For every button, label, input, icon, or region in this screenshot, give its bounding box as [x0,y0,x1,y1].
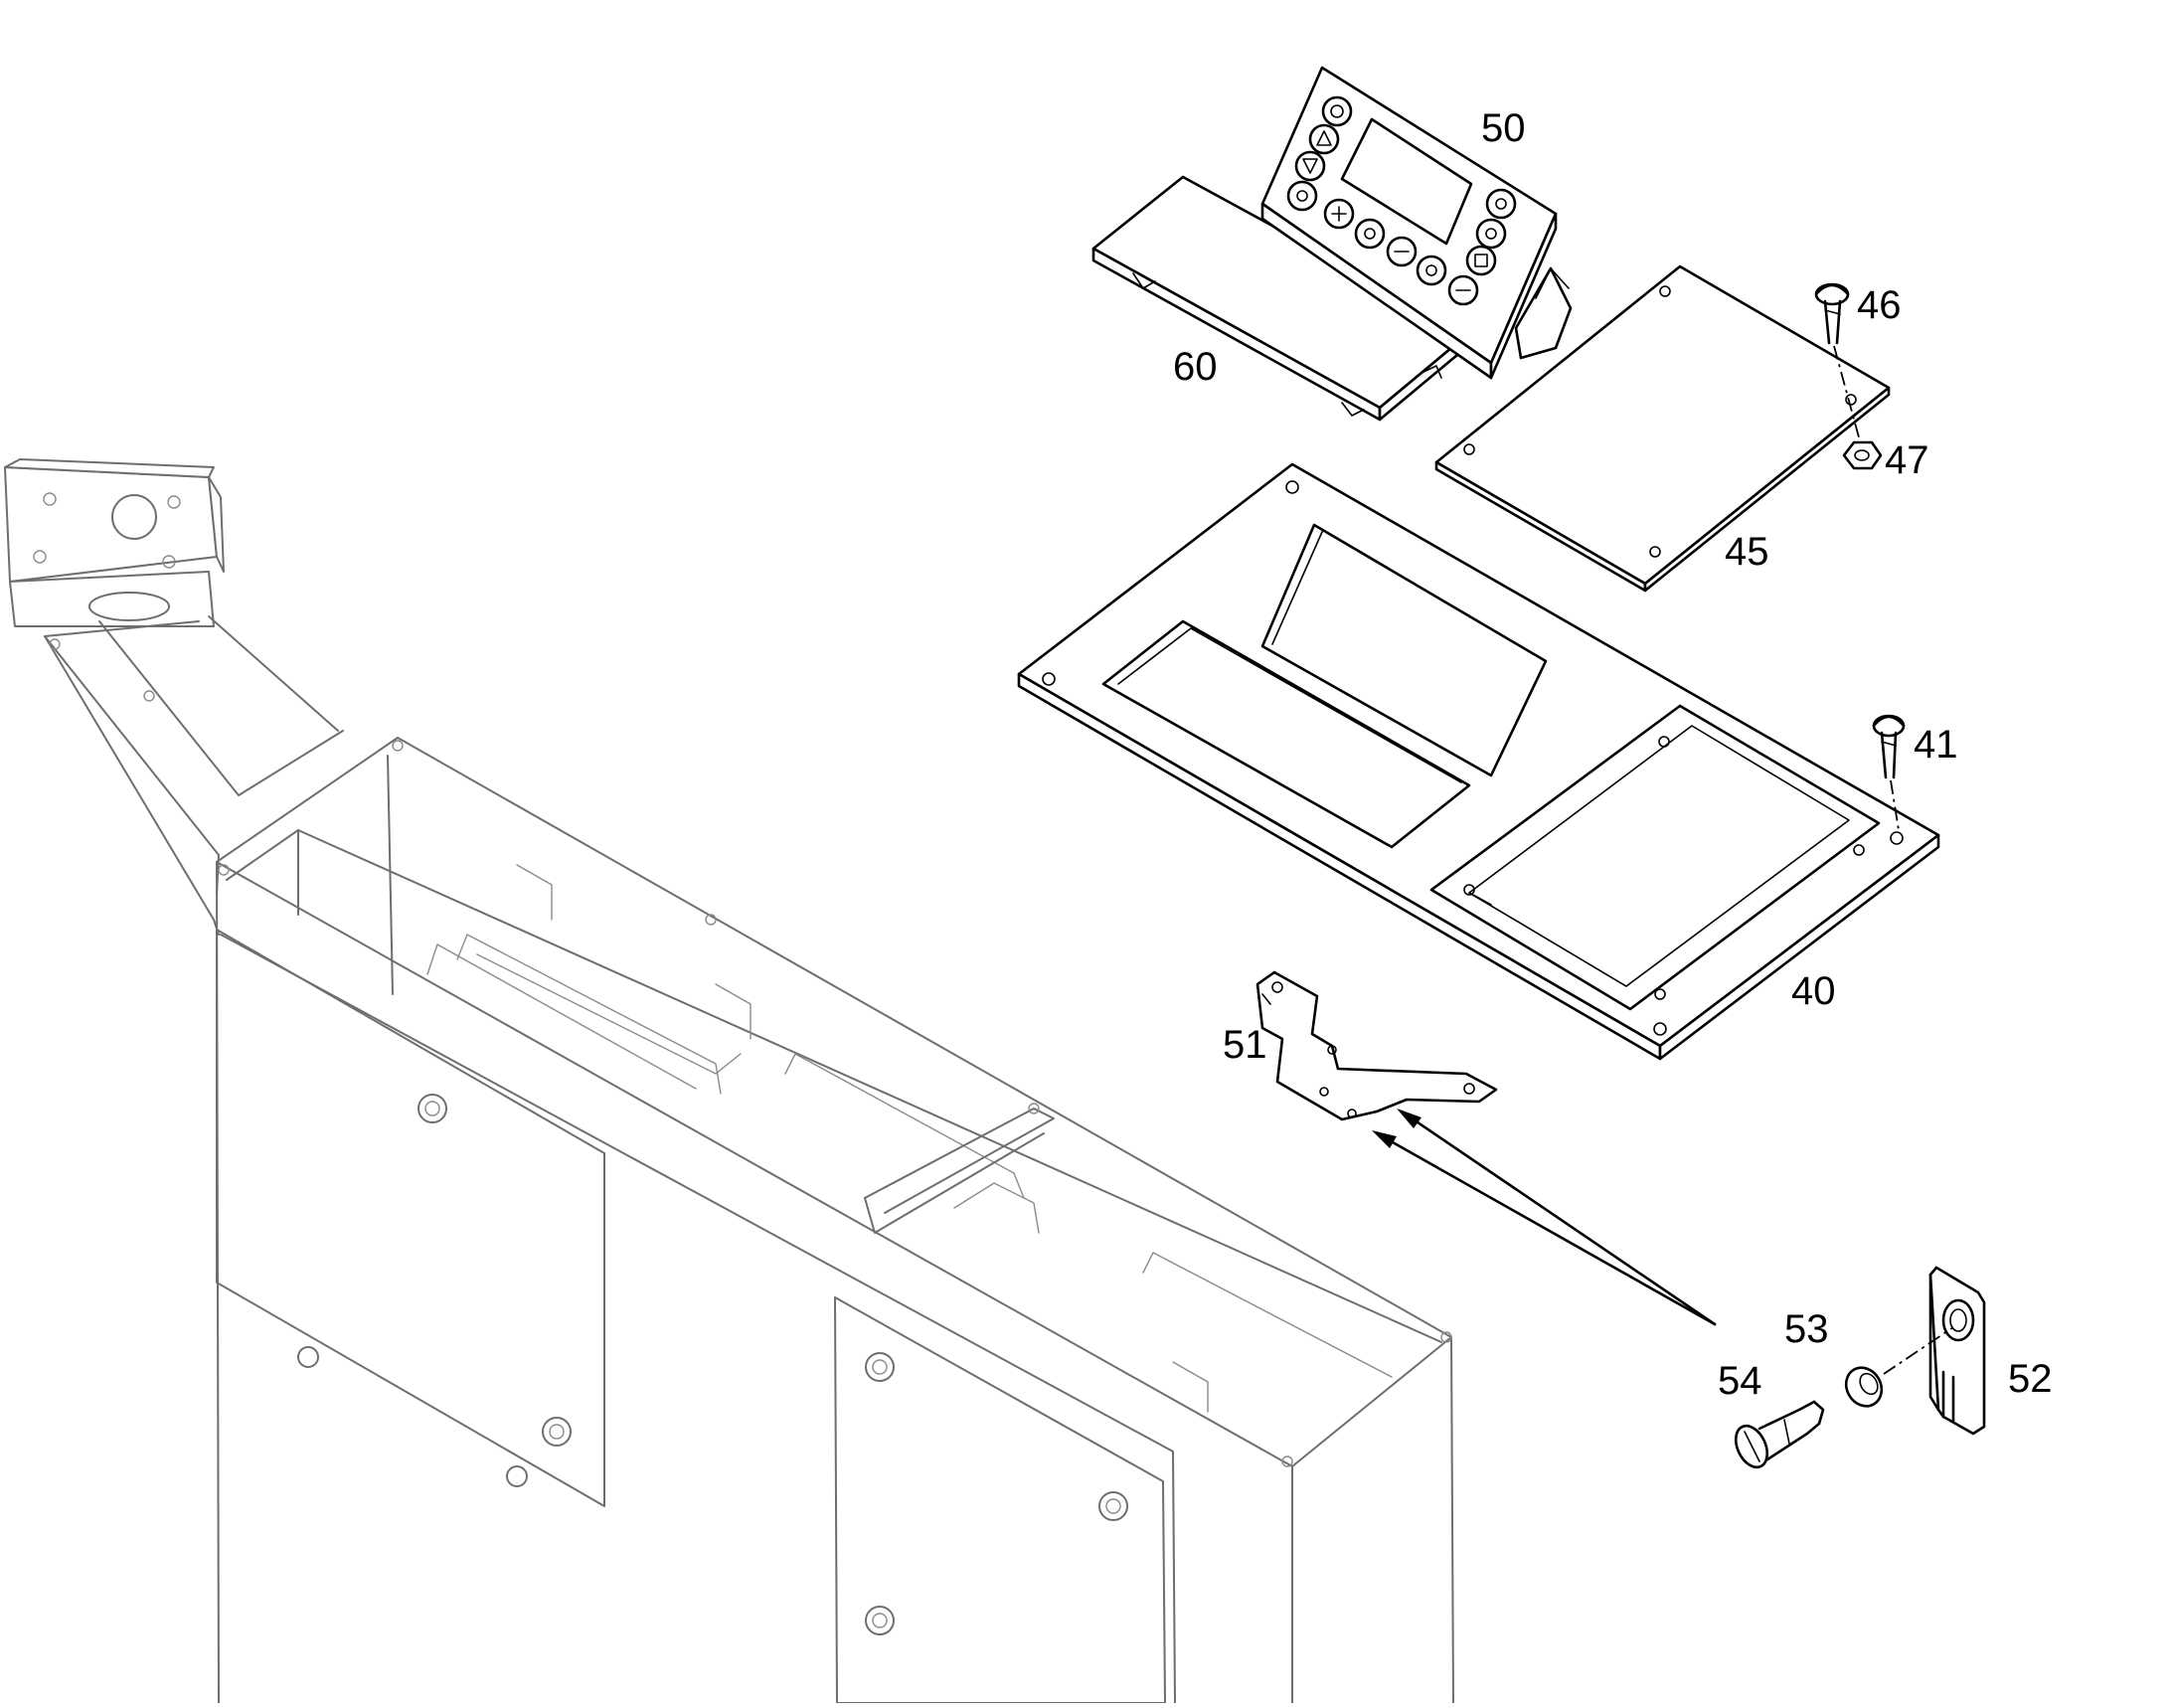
cabinet-box [216,737,1454,1704]
part-47-nut [1842,440,1883,470]
part-46-screw [1814,282,1850,345]
part-54-screw [1734,1400,1825,1469]
part-53-washer [1844,1366,1884,1408]
cabinet-housing [4,458,1454,1704]
screw-41-axis [1890,779,1900,831]
label-45: 45 [1725,530,1769,574]
assembly-arrows [1372,1109,1717,1326]
mounting-arm [4,458,344,936]
part-60-cover-plate [1091,175,1471,422]
part-40-panel-frame [1017,462,1940,1061]
part-52-clip [1928,1266,1986,1436]
part-41-screw [1872,714,1906,779]
label-41: 41 [1914,723,1958,767]
label-52: 52 [2008,1357,2053,1401]
label-50: 50 [1481,106,1526,150]
label-54: 54 [1718,1359,1762,1403]
part-50-control-unit [1260,66,1573,380]
label-53: 53 [1784,1307,1829,1351]
label-40: 40 [1791,969,1836,1013]
label-51: 51 [1223,1023,1267,1067]
label-46: 46 [1857,283,1902,327]
label-60: 60 [1173,345,1218,389]
part-51-bracket [1255,970,1498,1121]
label-47: 47 [1885,438,1929,482]
screw-46-axis [1833,345,1860,438]
part-45-cover-plate [1434,264,1891,593]
